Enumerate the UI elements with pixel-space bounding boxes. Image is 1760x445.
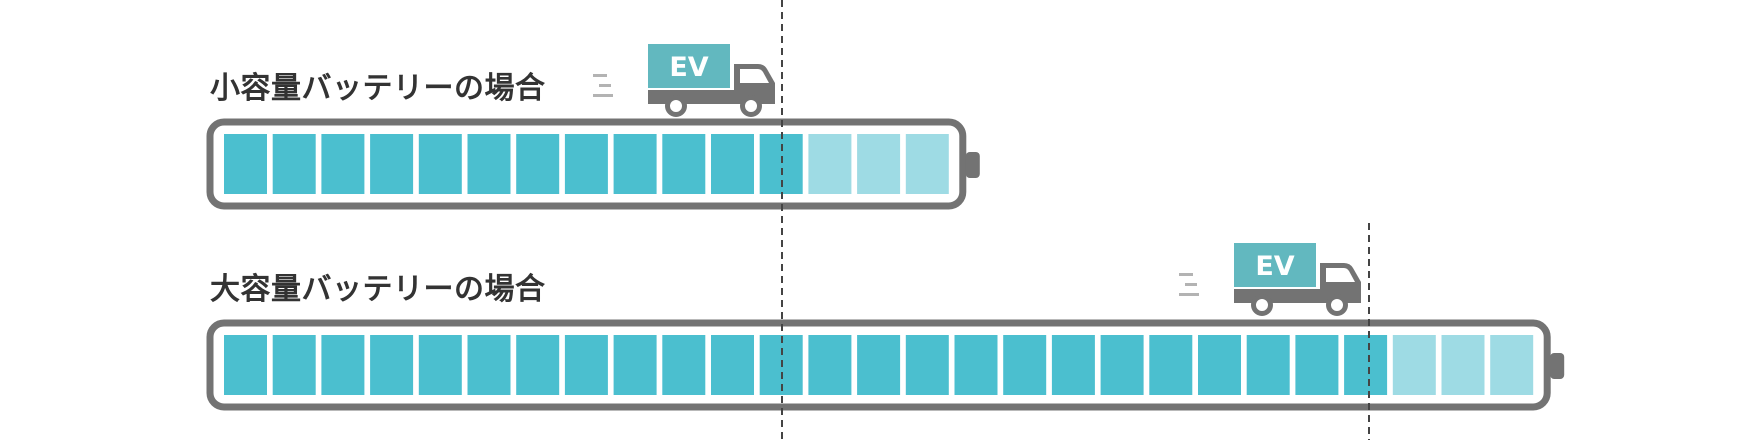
large-truck-motion-line [1185,283,1197,286]
large-truck-wheel-icon [1326,294,1348,316]
small-battery-cell-6-used [467,134,511,194]
large-battery-cell-18-used [1051,335,1095,395]
small-battery-cell-8-used [564,134,608,194]
large-battery-cell-21-used [1198,335,1241,395]
large-battery-cell-15-used [905,335,949,395]
large-battery-cell-25-remaining [1392,335,1436,395]
small-battery [206,118,980,210]
large-battery-cell-5-used [418,335,462,395]
large-battery-cell-24-used [1344,335,1388,395]
large-battery-cell-26-remaining [1441,335,1485,395]
large-battery-cell-27-remaining [1490,335,1534,395]
small-battery-cell-10-used [662,134,706,194]
large-battery-cell-3-used [321,335,365,395]
small-truck-motion-line [599,84,611,87]
small-battery-cell-14-remaining [857,134,901,194]
large-truck-motion-line [1179,293,1199,296]
large-truck-motion-line [1179,273,1193,276]
small-truck-wheel-icon [740,95,762,117]
large-battery-cell-19-used [1100,335,1144,395]
large-battery-cell-14-used [857,335,901,395]
small-truck-wheel-icon [665,95,687,117]
small-battery-cell-7-used [516,134,560,194]
large-battery-ev-truck: EV [1179,243,1361,316]
small-truck-ev-badge: EV [669,52,708,83]
large-battery-cell-20-used [1149,335,1193,395]
small-truck-window [740,69,769,83]
large-battery-cell-23-used [1295,335,1339,395]
large-battery-cell-6-used [467,335,511,395]
large-battery-cell-4-used [370,335,414,395]
small-truck-cargo-box [648,44,730,88]
small-battery-cell-3-used [321,134,365,194]
small-battery-label: 小容量バッテリーの場合 [210,71,546,106]
large-battery-cell-9-used [613,335,657,395]
large-battery-cell-8-used [564,335,608,395]
range-guide-lines [781,0,1370,440]
small-truck-motion-line [593,94,613,97]
large-battery-cell-11-used [711,335,754,395]
large-battery-cell-22-used [1246,335,1290,395]
small-battery-cell-4-used [370,134,414,194]
large-battery [206,319,1565,411]
large-battery-cell-16-used [954,335,998,395]
large-truck-window [1326,268,1355,282]
small-battery-cell-1-used [224,134,267,194]
small-battery-cell-2-used [272,134,316,194]
large-truck-ev-badge: EV [1255,251,1294,282]
large-battery-cell-10-used [662,335,706,395]
small-battery-cell-5-used [418,134,462,194]
large-battery-cell-17-used [1003,335,1047,395]
large-truck-cargo-box [1234,243,1316,287]
small-battery-cell-9-used [613,134,657,194]
small-battery-ev-truck: EV [593,44,775,117]
small-battery-cell-11-used [711,134,754,194]
small-battery-cell-15-remaining [905,134,949,194]
large-battery-cell-13-used [808,335,852,395]
small-battery-cell-13-remaining [808,134,852,194]
small-battery-terminal [965,152,980,178]
large-battery-cell-2-used [272,335,316,395]
large-battery-cell-7-used [516,335,560,395]
large-truck-wheel-icon [1251,294,1273,316]
large-battery-label: 大容量バッテリーの場合 [210,272,546,307]
large-battery-terminal [1550,353,1565,379]
small-truck-motion-line [593,74,607,77]
large-battery-cell-1-used [224,335,267,395]
